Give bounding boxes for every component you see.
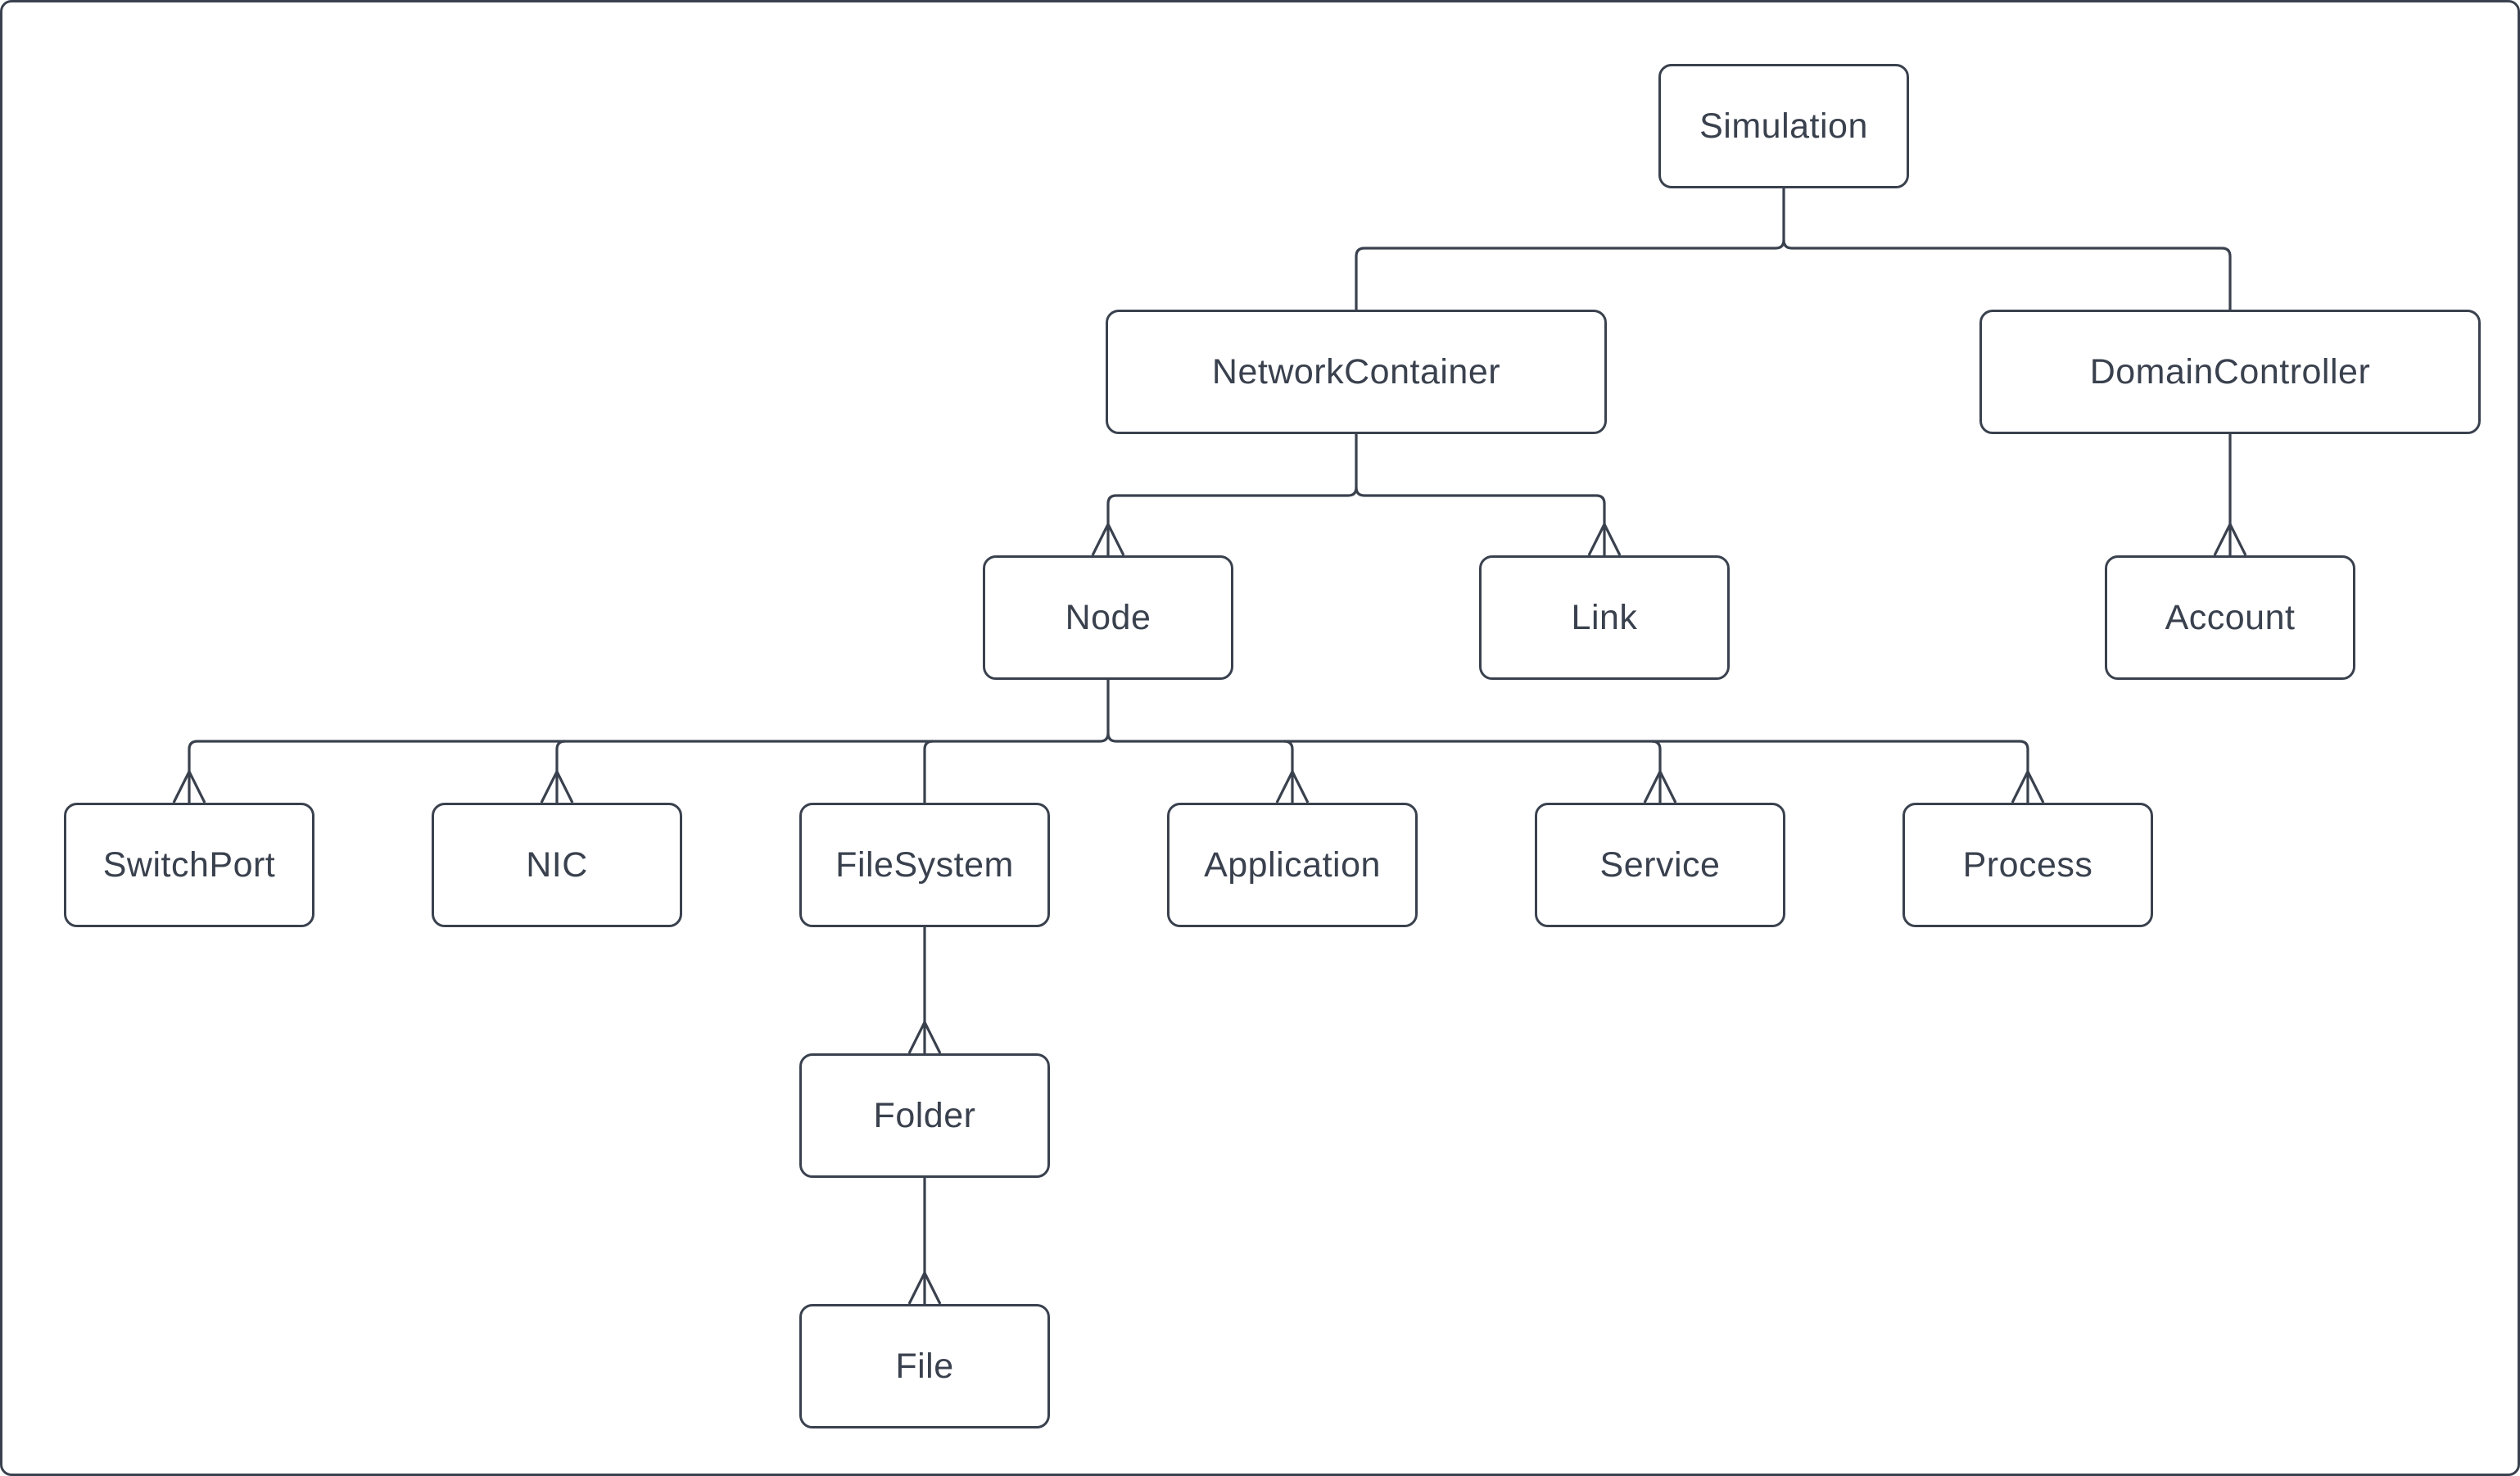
open-arrowhead-icon [2011, 768, 2045, 804]
node-link-label: Link [1571, 597, 1638, 637]
edge-node-service [1643, 740, 1677, 804]
node-link[interactable]: Link [1479, 555, 1730, 680]
edge-filesystem-folder [907, 927, 942, 1054]
node-switchport[interactable]: SwitchPort [64, 803, 314, 927]
edge-node-application [1275, 740, 1310, 804]
node-domaincontroller-label: DomainController [2089, 351, 2371, 392]
node-networkcontainer-label: NetworkContainer [1211, 351, 1501, 392]
node-process[interactable]: Process [1902, 803, 2153, 927]
edge-networkcontainer-node [1091, 434, 1358, 556]
open-arrowhead-icon [2213, 521, 2247, 556]
open-arrowhead-icon [1643, 768, 1677, 804]
open-arrowhead-icon [907, 1270, 942, 1305]
edge-folder-file [907, 1178, 942, 1305]
node-node[interactable]: Node [983, 555, 1233, 680]
edge-node-switchport [172, 680, 1110, 804]
edge-networkcontainer-link [1355, 487, 1622, 556]
edge-simulation-networkcontainer [1355, 188, 1785, 310]
edge-node-process [1106, 732, 2045, 804]
node-nic-label: NIC [526, 844, 588, 885]
node-account[interactable]: Account [2105, 555, 2355, 680]
node-file-label: File [895, 1346, 954, 1386]
node-domaincontroller[interactable]: DomainController [1979, 310, 2481, 434]
node-filesystem[interactable]: FileSystem [799, 803, 1050, 927]
node-simulation[interactable]: Simulation [1658, 64, 1909, 188]
node-switchport-label: SwitchPort [102, 844, 276, 885]
node-file[interactable]: File [799, 1304, 1050, 1428]
node-networkcontainer[interactable]: NetworkContainer [1106, 310, 1607, 434]
node-filesystem-label: FileSystem [835, 844, 1014, 885]
open-arrowhead-icon [907, 1019, 942, 1054]
node-application-label: Application [1204, 844, 1381, 885]
node-process-label: Process [1962, 844, 2093, 885]
edge-node-filesystem [923, 740, 934, 803]
edge-simulation-domaincontroller [1782, 239, 2232, 310]
node-service[interactable]: Service [1535, 803, 1785, 927]
node-service-label: Service [1599, 844, 1721, 885]
open-arrowhead-icon [540, 768, 574, 804]
node-application[interactable]: Application [1167, 803, 1418, 927]
node-folder[interactable]: Folder [799, 1053, 1050, 1178]
open-arrowhead-icon [172, 768, 206, 804]
node-simulation-label: Simulation [1699, 106, 1868, 146]
node-account-label: Account [2165, 597, 2296, 637]
node-node-label: Node [1065, 597, 1151, 637]
open-arrowhead-icon [1275, 768, 1310, 804]
node-folder-label: Folder [873, 1095, 976, 1135]
edge-node-nic [540, 740, 574, 804]
edge-domaincontroller-account [2213, 434, 2247, 556]
open-arrowhead-icon [1091, 521, 1125, 556]
node-nic[interactable]: NIC [432, 803, 682, 927]
open-arrowhead-icon [1587, 521, 1622, 556]
